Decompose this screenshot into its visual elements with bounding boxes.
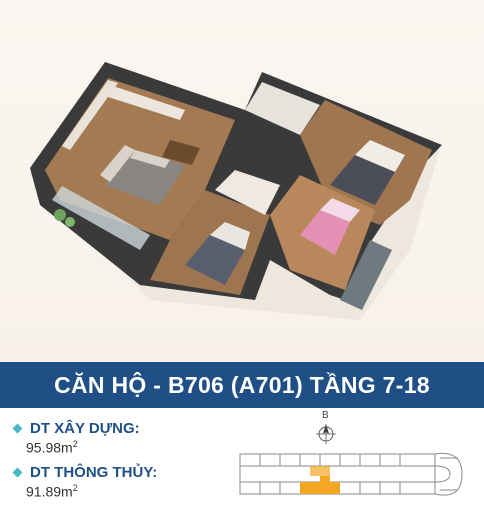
title-banner: CĂN HỘ - B706 (A701) TẦNG 7-18 <box>0 362 484 408</box>
clearance-area-unit-sup: 2 <box>72 483 78 493</box>
clearance-area: DT THÔNG THỦY: 91.89m2 <box>12 464 158 500</box>
key-plan-drawing <box>239 424 463 496</box>
building-outline <box>239 452 463 496</box>
highlighted-unit <box>300 476 340 494</box>
construction-area-label: DT XÂY DỰNG: <box>30 420 140 437</box>
compass-icon <box>316 424 336 444</box>
construction-area-unit-sup: 2 <box>72 439 78 449</box>
bathroom-floor <box>245 82 320 135</box>
unit-title: CĂN HỘ - B706 (A701) TẦNG 7-18 <box>54 371 430 398</box>
construction-area: DT XÂY DỰNG: 95.98m2 <box>12 420 140 456</box>
key-plan: B <box>230 410 480 508</box>
compass-label: B <box>322 410 329 421</box>
floor-plan-illustration <box>30 62 442 320</box>
clearance-area-label: DT THÔNG THỦY: <box>30 464 158 481</box>
diamond-bullet-icon <box>12 467 23 478</box>
construction-area-value: 95.98m <box>26 439 73 456</box>
clearance-area-value: 91.89m <box>26 483 73 500</box>
floor-plan-render <box>0 0 484 362</box>
area-info-panel: DT XÂY DỰNG: 95.98m2 DT THÔNG THỦY: 91.8… <box>0 408 484 510</box>
diamond-bullet-icon <box>12 423 23 434</box>
